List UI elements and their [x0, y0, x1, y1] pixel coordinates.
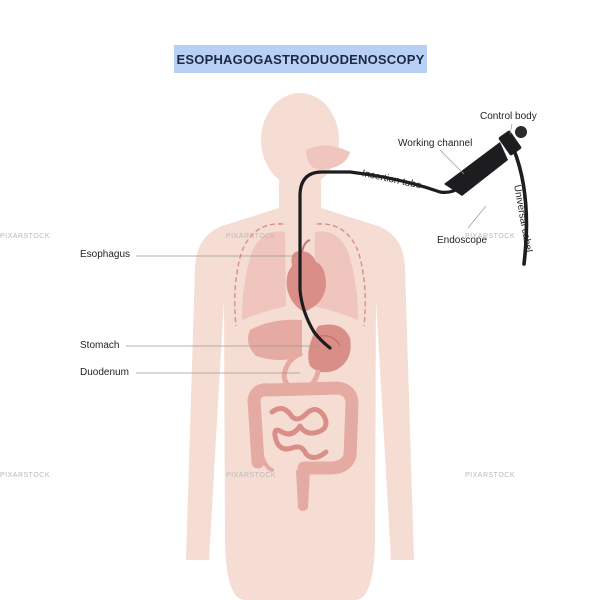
working-channel-leader	[439, 149, 465, 175]
control-knob	[515, 126, 527, 138]
watermark: PIXARSTOCK	[226, 233, 276, 240]
watermark: PIXARSTOCK	[0, 233, 50, 240]
control-body-leader	[509, 123, 513, 135]
lungs	[234, 223, 366, 327]
right-pleura	[316, 223, 366, 327]
endoscope-label: Endoscope	[437, 235, 488, 246]
control-body-label: Control body	[480, 111, 537, 122]
watermark: PIXARSTOCK	[0, 472, 50, 479]
scope-handle	[444, 142, 508, 196]
duodenum-label: Duodenum	[80, 367, 129, 378]
heart	[286, 250, 326, 312]
watermark: PIXARSTOCK	[465, 472, 515, 479]
large-intestine	[247, 381, 359, 475]
watermark: PIXARSTOCK	[226, 472, 276, 479]
endoscope-leader	[467, 205, 487, 229]
small-intestine	[269, 406, 329, 460]
left-pleura	[234, 223, 284, 327]
page-title: ESOPHAGOGASTRODUODENOSCOPY	[176, 51, 425, 67]
appendix	[260, 454, 274, 472]
rectum	[296, 470, 310, 511]
universal-cable-line	[512, 148, 529, 266]
title-banner: ESOPHAGOGASTRODUODENOSCOPY	[174, 45, 427, 73]
intestines	[247, 381, 359, 511]
control-head	[498, 130, 522, 156]
stomach-label: Stomach	[80, 340, 120, 351]
heart-vessel	[301, 239, 311, 253]
endoscope-device	[298, 126, 529, 350]
liver	[248, 319, 302, 360]
leader-lines	[126, 123, 513, 374]
right-lung	[314, 231, 358, 320]
esophagus-label: Esophagus	[80, 249, 131, 260]
nasal-cavity	[306, 145, 350, 170]
stomach-highlight	[319, 335, 341, 347]
working-channel-label: Working channel	[398, 138, 473, 149]
watermark: PIXARSTOCK	[465, 233, 515, 240]
left-lung	[242, 231, 286, 320]
insertion-tube-line	[298, 170, 464, 350]
